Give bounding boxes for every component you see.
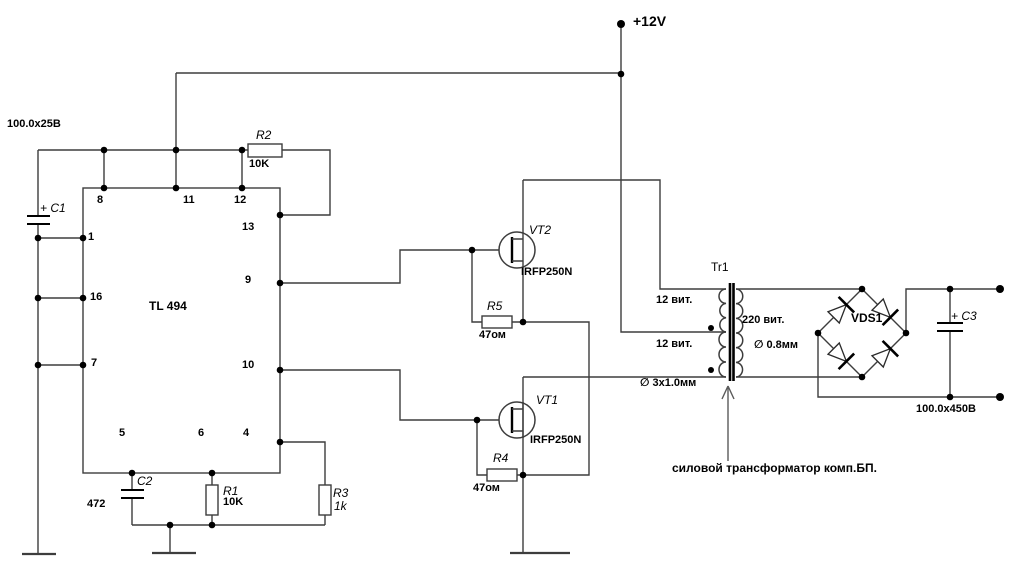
output-minus-terminal xyxy=(996,393,1004,401)
wire-pin4-r3 xyxy=(280,441,326,525)
c3-ref-label: + C3 xyxy=(951,309,977,323)
output-plus-terminal xyxy=(996,285,1004,293)
pin-1-label: 1 xyxy=(88,231,95,243)
r3-ref-label: R3 xyxy=(333,486,349,500)
transformer-tr1-symbol xyxy=(708,283,744,381)
wire-bottom-rail xyxy=(132,524,325,553)
power-label: +12V xyxy=(633,13,667,29)
c1-value-label: 100.0x25В xyxy=(7,118,61,130)
wire-r4 xyxy=(476,420,523,476)
wire-vt2-source xyxy=(523,321,590,476)
r1-ref-label: R1 xyxy=(223,484,239,498)
note-arrow xyxy=(721,385,735,461)
pin-13-label: 13 xyxy=(242,221,255,233)
resistor-bodies xyxy=(205,143,518,516)
tr1-primary-top-label: 12 вит. xyxy=(656,294,693,306)
wire-dc-minus xyxy=(817,333,1000,398)
note-arrow-head xyxy=(721,385,735,400)
r4-resistor-symbol xyxy=(486,468,518,482)
pin-4-label: 4 xyxy=(243,427,250,439)
r2-resistor-symbol xyxy=(247,143,283,158)
wire-pin9-gate xyxy=(280,249,499,284)
r4-value-label: 47ом xyxy=(473,482,500,494)
wire-left-pin-stubs xyxy=(38,237,83,366)
tr1-ref-label: Tr1 xyxy=(711,260,729,274)
r4-ref-label: R4 xyxy=(493,451,509,465)
vds1-ref-label: VDS1 xyxy=(851,311,883,325)
c3-capacitor-symbol xyxy=(937,322,963,332)
pin-8-label: 8 xyxy=(97,194,104,206)
bridge-diamond xyxy=(817,288,907,378)
r5-resistor-symbol xyxy=(481,315,513,329)
wire-pin10-gate xyxy=(280,369,499,421)
mosfet-vt1-symbol xyxy=(498,401,536,439)
pin-7-label: 7 xyxy=(91,357,98,369)
ground-symbols xyxy=(22,551,570,556)
c3-value-label: 100.0x450В xyxy=(916,403,976,415)
pin-12-label: 12 xyxy=(234,194,247,206)
wire-vt2-drain xyxy=(523,179,726,290)
primary-winding-top xyxy=(718,288,727,333)
tl494-ic-body xyxy=(82,187,281,474)
diode-bridge-vds1 xyxy=(817,288,907,378)
c1-ref-label: + C1 xyxy=(40,201,66,215)
tr1-secondary-label: 220 вит. xyxy=(742,314,785,326)
c1-capacitor-symbol xyxy=(27,215,50,225)
vt2-part-label: IRFP250N xyxy=(521,266,573,278)
diode-top-right xyxy=(870,297,900,327)
vt1-ref-label: VT1 xyxy=(536,393,559,407)
plus12v-terminal xyxy=(617,20,625,28)
r1-resistor-symbol xyxy=(205,484,219,516)
polarity-dot-top xyxy=(708,325,714,331)
wire-dc-plus xyxy=(905,288,1000,333)
diode-left-bottom xyxy=(826,341,856,371)
primary-winding-bottom xyxy=(718,331,727,378)
vt2-ref-label: VT2 xyxy=(529,223,552,237)
vt1-part-label: IRFP250N xyxy=(530,434,582,446)
wire-pin-drops xyxy=(103,150,243,188)
c2-ref-label: C2 xyxy=(137,474,153,488)
secondary-winding xyxy=(735,288,744,378)
pin-5-label: 5 xyxy=(119,427,126,439)
ic-name-label: TL 494 xyxy=(149,299,187,313)
pin-10-label: 10 xyxy=(242,359,255,371)
tr1-note-label: силовой трансформатор комп.БП. xyxy=(672,461,877,475)
c2-value-label: 472 xyxy=(87,498,106,510)
capacitor-plates xyxy=(27,215,963,499)
c2-capacitor-symbol xyxy=(121,489,144,499)
r5-ref-label: R5 xyxy=(487,299,503,313)
r5-value-label: 47ом xyxy=(479,329,506,341)
mosfet-vt2-symbol xyxy=(498,231,536,269)
tr1-primary-bottom-label: 12 вит. xyxy=(656,338,693,350)
polarity-dot-bottom xyxy=(708,367,714,373)
pin-6-label: 6 xyxy=(198,427,205,439)
wire-12v-center-tap xyxy=(620,24,726,333)
r3-resistor-symbol xyxy=(318,484,332,516)
diode-left-top xyxy=(826,295,856,325)
transformer-core xyxy=(728,283,735,381)
r2-value-label: 10K xyxy=(249,158,270,170)
r2-ref-label: R2 xyxy=(256,128,272,142)
pin-11-label: 11 xyxy=(183,194,195,206)
pin-16-label: 16 xyxy=(90,291,103,303)
tr1-primary-wire-label: ∅ 3x1.0мм xyxy=(640,377,697,389)
pin-9-label: 9 xyxy=(245,274,252,286)
r3-value-label: 1k xyxy=(334,499,347,513)
tr1-secondary-wire-label: ∅ 0.8мм xyxy=(754,339,799,351)
r1-value-label: 10K xyxy=(223,496,244,508)
diode-bottom-right xyxy=(870,339,900,369)
wire-secondary xyxy=(736,288,862,378)
junction-dots xyxy=(34,20,1004,529)
